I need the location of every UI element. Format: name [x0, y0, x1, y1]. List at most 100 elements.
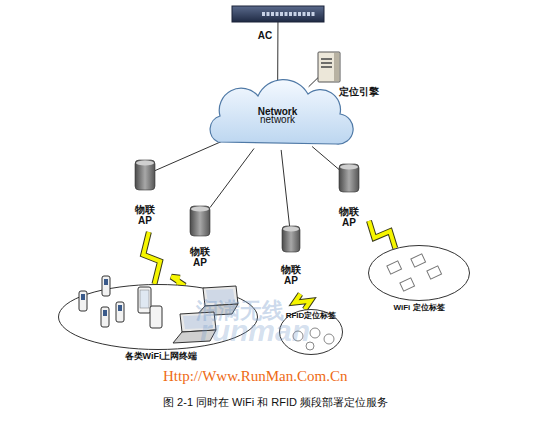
wireless-signal — [295, 294, 311, 309]
node-label: 定位引擎 — [335, 86, 383, 97]
link-line — [155, 141, 223, 171]
network-link — [155, 141, 223, 171]
text-group: 定位引擎 — [335, 86, 383, 97]
laptop-display — [183, 315, 213, 329]
tablet-symbol — [150, 306, 162, 328]
server-side — [334, 53, 339, 81]
switch-port — [285, 12, 288, 16]
access-point-body — [339, 164, 359, 192]
signal-outline — [143, 232, 160, 284]
ap-shape — [135, 160, 155, 190]
node-label: 物联 AP — [275, 264, 307, 286]
switch-port — [280, 12, 283, 16]
iot-access-point: 物联 AP — [180, 206, 220, 278]
phone-symbol — [101, 307, 109, 327]
tablet-symbol — [138, 287, 151, 313]
switch-port — [298, 12, 301, 16]
server-bay — [321, 58, 332, 60]
iot-access-point: 物联 AP — [271, 226, 311, 294]
wireless-signal — [171, 277, 184, 286]
text-group: AC — [250, 30, 280, 41]
ap-shape — [190, 206, 210, 236]
wifi-terminal-group: 各类WiFi上网终端 — [56, 284, 260, 368]
signal-outline — [295, 294, 311, 309]
figure-caption: 图 2-1 同时在 WiFi 和 RFID 频段部署定位服务 — [0, 395, 551, 410]
node-label: 各类WiFi上网终端 — [76, 352, 246, 362]
phone-screen — [81, 294, 85, 300]
signal-outline — [171, 277, 184, 286]
laptop-base — [173, 330, 216, 343]
link-line — [210, 148, 254, 207]
rfid-tag-group: RFID定位标签 — [278, 308, 344, 356]
switch-port — [276, 12, 279, 16]
link-line — [277, 22, 278, 84]
switch-port — [312, 12, 315, 16]
node-label: 物联 AP — [129, 204, 161, 226]
text-group: 物联 AP — [333, 206, 365, 228]
tablet-screen — [140, 290, 149, 308]
wifi-tag — [427, 266, 442, 279]
text-group: 物联 AP — [184, 246, 216, 268]
ap-shape — [339, 164, 359, 192]
text-group: WiFi 定位标签 — [371, 304, 467, 313]
phone-symbol — [102, 276, 110, 296]
access-point-body — [282, 226, 300, 252]
link-line — [312, 147, 339, 170]
switch-port — [271, 12, 274, 16]
wifi-tag — [411, 254, 426, 267]
phone-symbol — [79, 276, 124, 327]
switch-port — [294, 12, 297, 16]
phone-symbol — [116, 302, 124, 322]
iot-access-point: 物联 AP — [329, 164, 369, 236]
group-ellipse — [59, 285, 258, 350]
text-group: Networknetwork — [230, 106, 325, 125]
access-controller: AC — [230, 4, 326, 44]
server-body — [318, 52, 340, 82]
network-link — [277, 22, 278, 84]
access-point-top — [340, 165, 358, 170]
access-point-top — [136, 161, 154, 166]
cloud-outline — [210, 80, 353, 145]
rfid-tag — [293, 331, 303, 341]
text-group: 各类WiFi上网终端 — [76, 352, 246, 362]
node-label: 物联 AP — [333, 206, 365, 228]
switch-port — [262, 12, 265, 16]
phone-screen — [103, 310, 107, 316]
node-label: 物联 AP — [184, 246, 216, 268]
rfid-tag — [310, 328, 320, 338]
laptop-display — [206, 289, 235, 303]
rfid-tag — [324, 334, 334, 344]
link-line — [309, 78, 318, 87]
text-group: RFID定位标签 — [278, 312, 344, 321]
switch-port — [267, 12, 270, 16]
switch-port — [307, 12, 310, 16]
ap-shape — [282, 226, 300, 252]
network-link — [312, 147, 339, 170]
wireless-signal — [369, 221, 395, 248]
wifi-tag — [387, 261, 402, 274]
phone-screen — [118, 305, 122, 311]
node-label: RFID定位标签 — [278, 312, 344, 321]
access-point-body — [190, 206, 210, 236]
access-point-top — [283, 227, 299, 232]
switch-shape — [232, 6, 324, 22]
node-label: network — [230, 114, 325, 125]
network-link — [281, 150, 289, 226]
node-label: WiFi 定位标签 — [371, 304, 467, 313]
access-point-body — [135, 160, 155, 190]
signal-bolt — [171, 277, 184, 286]
signal-outline — [369, 221, 395, 248]
server-shape — [318, 52, 340, 82]
laptop-screen — [180, 312, 216, 332]
laptop-screen — [203, 286, 238, 306]
phone-screen — [104, 279, 108, 285]
switch-port — [289, 12, 292, 16]
switch-port — [303, 12, 306, 16]
text-group: 物联 AP — [275, 264, 307, 286]
signal-bolt — [295, 294, 311, 309]
iot-access-point: 物联 AP — [125, 160, 165, 232]
